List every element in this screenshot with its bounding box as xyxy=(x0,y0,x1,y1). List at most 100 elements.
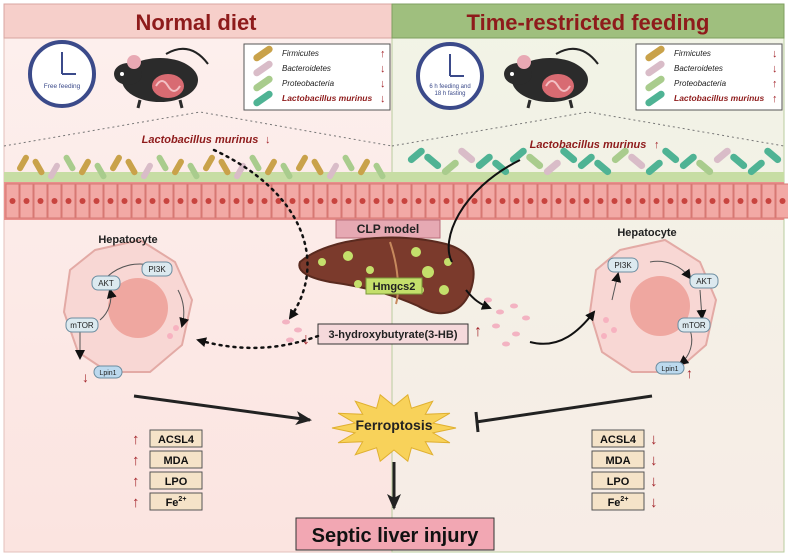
cell-nucleus xyxy=(373,198,380,204)
cell-nucleus xyxy=(121,198,128,204)
bacterium xyxy=(125,158,138,176)
right-lactobacillus-trend: ↑ xyxy=(654,139,660,151)
bacterium xyxy=(662,147,680,164)
ferroptosis-label: Ferroptosis xyxy=(355,417,432,433)
cell-nucleus xyxy=(65,198,72,204)
bacterium xyxy=(611,147,629,164)
marker-box xyxy=(149,429,203,448)
left-panel-title: Normal diet xyxy=(135,10,257,35)
cell-nucleus xyxy=(9,198,16,204)
bacterium xyxy=(475,153,493,170)
right-lpin1-node: Lpin1 xyxy=(655,361,685,375)
bacterium xyxy=(543,159,561,176)
marker-label: Fe2+ xyxy=(166,496,187,509)
marker-trend-arrow: ↑ xyxy=(132,431,140,448)
bacterium xyxy=(63,154,76,172)
cell-nucleus xyxy=(359,198,366,204)
marker-label: MDA xyxy=(605,455,630,467)
left-ferroptosis-markers: ACSL4↑MDA↑LPO↑Fe2+↑ xyxy=(132,429,203,511)
cell-nucleus xyxy=(345,198,352,204)
right-inhibition-line xyxy=(475,394,653,424)
bacterium xyxy=(764,147,782,164)
left-dotted-arrow-to-liver xyxy=(212,148,309,320)
cell-nucleus xyxy=(569,198,576,204)
marker-trend-arrow: ↑ xyxy=(132,452,140,469)
cell-nucleus xyxy=(163,198,170,204)
left-bacteria-legend: Firmicutes↑Bacteroidetes↓Proteobacteria↓… xyxy=(243,43,391,111)
outcome-box xyxy=(295,517,495,551)
marker-box xyxy=(149,492,203,511)
bacterium xyxy=(249,154,262,172)
right-3hb-trend: ↑ xyxy=(474,323,482,340)
bacterium xyxy=(407,147,425,164)
bacteria-legend-name: Bacteroidetes xyxy=(674,64,723,73)
cell-nucleus xyxy=(149,198,156,204)
cell-nucleus xyxy=(555,198,562,204)
left-mouse-icon xyxy=(114,47,209,109)
bacterium xyxy=(441,159,459,176)
right-lactobacillus-label: Lactobacillus murinus xyxy=(530,139,647,151)
bacteria-trend-arrow: ↓ xyxy=(380,78,386,90)
bacterium xyxy=(560,147,578,164)
cell-nucleus xyxy=(443,198,450,204)
cell-nucleus xyxy=(79,198,86,204)
3hb-droplets xyxy=(282,297,530,347)
cell-nucleus xyxy=(597,198,604,204)
cell-nucleus xyxy=(51,198,58,204)
svg-text:PI3K: PI3K xyxy=(614,261,632,270)
right-mtor-node: mTOR xyxy=(677,317,711,333)
bacterium xyxy=(358,158,370,176)
marker-trend-arrow: ↓ xyxy=(650,473,658,490)
left-hepatocyte xyxy=(62,238,194,373)
bacteria-swatch-icon xyxy=(645,90,665,107)
bacterium xyxy=(594,159,612,176)
right-mouse-icon xyxy=(504,47,599,109)
bacteria-legend-name: Firmicutes xyxy=(674,49,711,58)
marker-label: LPO xyxy=(165,476,188,488)
bacteria-swatch-icon xyxy=(253,90,273,107)
left-lactobacillus-trend: ↓ xyxy=(265,134,271,146)
bacteria-trend-arrow: ↓ xyxy=(772,63,778,75)
cell-nucleus xyxy=(723,198,730,204)
cell-nucleus xyxy=(387,198,394,204)
bacterium xyxy=(280,162,293,180)
marker-label: ACSL4 xyxy=(600,434,637,446)
svg-text:PI3K: PI3K xyxy=(148,265,166,274)
cell-nucleus xyxy=(583,198,590,204)
bacterium xyxy=(526,153,544,170)
left-akt-node: AKT xyxy=(91,275,121,291)
marker-trend-arrow: ↓ xyxy=(650,431,658,448)
left-lactobacillus-label: Lactobacillus murinus xyxy=(142,134,259,146)
left-3hb-trend: ↓ xyxy=(302,331,310,348)
cell-nucleus xyxy=(499,198,506,204)
bacteria-swatch-icon xyxy=(253,75,273,92)
cell-nucleus xyxy=(709,198,716,204)
left-mtor-node: mTOR xyxy=(65,317,99,333)
bacteria-legend-name: Lactobacillus murinus xyxy=(674,93,764,103)
bacteria-legend-name: Lactobacillus murinus xyxy=(282,93,372,103)
bacterium xyxy=(110,154,122,172)
right-zoom-lines xyxy=(391,111,785,147)
svg-text:AKT: AKT xyxy=(98,279,114,288)
left-arrow-to-ferroptosis xyxy=(133,394,312,426)
cell-nucleus xyxy=(457,198,464,204)
right-ferroptosis-markers: ACSL4↓MDA↓LPO↓Fe2+↓ xyxy=(591,429,658,511)
bacterium xyxy=(373,162,386,180)
right-panel-title: Time-restricted feeding xyxy=(467,10,710,35)
left-clock-label: Free feeding xyxy=(44,83,81,90)
bacterium xyxy=(492,159,510,176)
cell-nucleus xyxy=(247,198,254,204)
marker-box xyxy=(591,429,645,448)
cell-nucleus xyxy=(653,198,660,204)
cell-nucleus xyxy=(681,198,688,204)
bacterium xyxy=(327,162,339,180)
right-pi3k-node: PI3K xyxy=(607,257,639,273)
svg-text:Lpin1: Lpin1 xyxy=(661,366,678,373)
marker-label: Fe2+ xyxy=(608,496,629,509)
svg-text:mTOR: mTOR xyxy=(70,321,94,330)
cell-nucleus xyxy=(527,198,534,204)
bacterium xyxy=(696,159,714,176)
right-header xyxy=(391,3,785,39)
cell-nucleus xyxy=(541,198,548,204)
metabolite-label: 3-hydroxybutyrate(3-HB) xyxy=(329,329,458,341)
